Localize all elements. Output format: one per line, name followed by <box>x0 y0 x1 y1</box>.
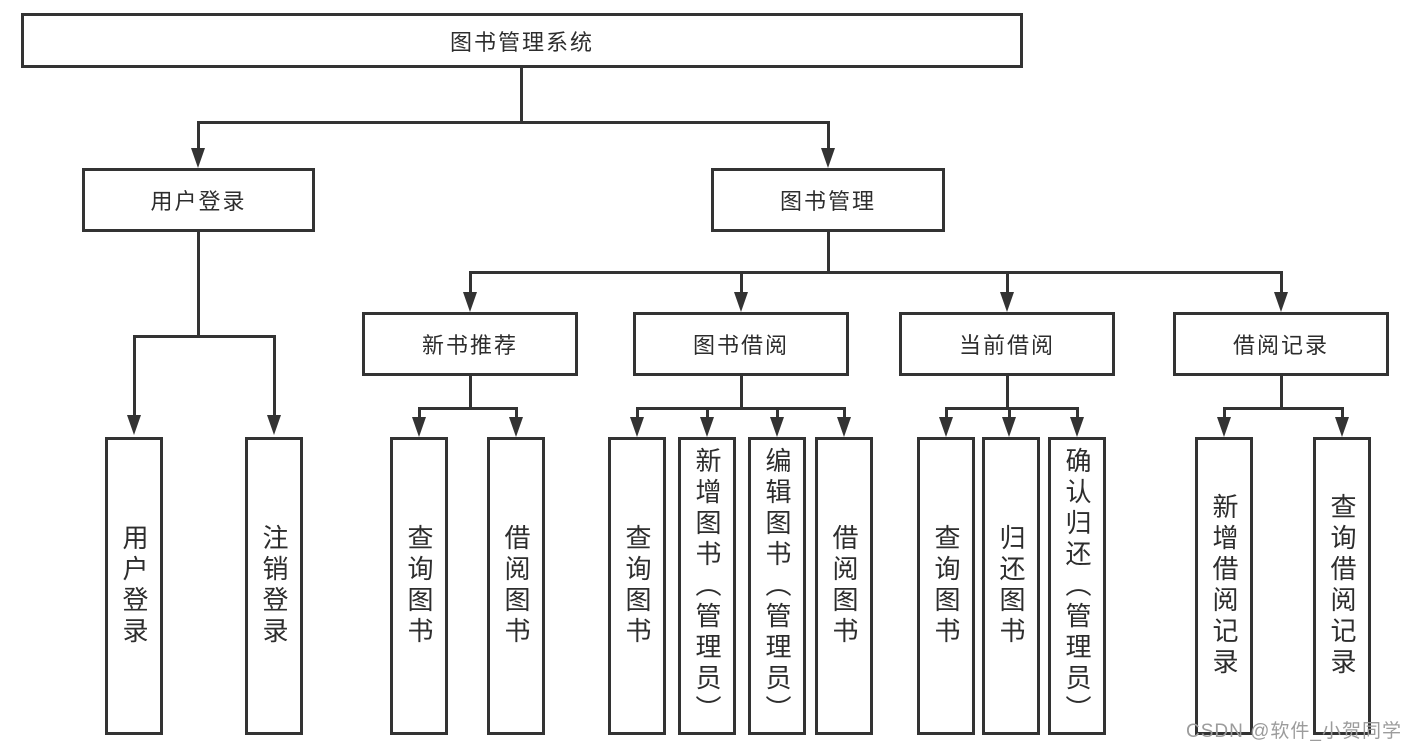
node-label: 图书管理 <box>779 189 876 214</box>
node-query-books-recommend: 查询图书 <box>390 437 448 735</box>
node-new-book-recommend: 新书推荐 <box>362 312 578 376</box>
connector-user-login-stem <box>197 232 200 338</box>
node-label: 图书管理系统 <box>449 29 594 55</box>
node-user-login: 用户登录 <box>82 168 315 232</box>
arrow-to-borrow-books-1 <box>509 407 523 437</box>
arrow-to-add-borrow-record <box>1217 407 1231 437</box>
node-borrow-records: 借阅记录 <box>1173 312 1389 376</box>
arrow-to-add-book-admin <box>700 407 714 437</box>
node-borrow-books-recommend: 借阅图书 <box>487 437 545 735</box>
node-current-borrow: 当前借阅 <box>899 312 1115 376</box>
node-return-book: 归还图书 <box>982 437 1040 735</box>
arrow-to-current-borrow <box>1000 271 1014 312</box>
connector-book-borrow-hline <box>636 407 846 410</box>
arrow-to-user-login-leaf <box>127 335 141 435</box>
node-label: 注销登录 <box>259 524 289 648</box>
node-user-login-leaf: 用户登录 <box>105 437 163 735</box>
node-book-borrow: 图书借阅 <box>633 312 849 376</box>
node-query-books-current: 查询图书 <box>917 437 975 735</box>
node-logout: 注销登录 <box>245 437 303 735</box>
arrow-to-edit-book-admin <box>770 407 784 437</box>
arrow-to-query-books-3 <box>939 407 953 437</box>
csdn-watermark: CSDN @软件_小贺同学 <box>1186 721 1402 742</box>
node-label: 新增借阅记录 <box>1209 493 1239 679</box>
node-label: 查询图书 <box>622 524 652 648</box>
connector-current-borrow-stem <box>1006 376 1009 410</box>
node-add-borrow-record: 新增借阅记录 <box>1195 437 1253 735</box>
node-query-borrow-record: 查询借阅记录 <box>1313 437 1371 735</box>
node-label: 图书借阅 <box>692 333 789 358</box>
connector-current-borrow-hline <box>945 407 1079 410</box>
arrow-to-query-books-1 <box>412 407 426 437</box>
connector-borrow-records-stem <box>1280 376 1283 410</box>
node-edit-book-admin: 编辑图书（管理员） <box>748 437 806 735</box>
arrow-to-book-borrow <box>734 271 748 312</box>
arrow-to-user-login <box>191 121 205 168</box>
node-label: 借阅图书 <box>829 524 859 648</box>
node-label: 新增图书（管理员） <box>692 446 722 726</box>
arrow-to-query-borrow-record <box>1335 407 1349 437</box>
connector-book-borrow-stem <box>740 376 743 410</box>
arrow-to-book-management <box>821 121 835 168</box>
node-query-books-borrow: 查询图书 <box>608 437 666 735</box>
node-label: 归还图书 <box>996 524 1026 648</box>
connector-borrow-records-hline <box>1223 407 1344 410</box>
arrow-to-return-book <box>1002 407 1016 437</box>
node-confirm-return-admin: 确认归还（管理员） <box>1048 437 1106 735</box>
node-label: 当前借阅 <box>958 333 1055 358</box>
node-label: 新书推荐 <box>421 333 518 358</box>
connector-level3-hline <box>469 271 1283 274</box>
arrow-to-query-books-2 <box>630 407 644 437</box>
node-borrow-books-borrow: 借阅图书 <box>815 437 873 735</box>
node-label: 查询借阅记录 <box>1327 493 1357 679</box>
node-label: 查询图书 <box>931 524 961 648</box>
node-label: 借阅图书 <box>501 524 531 648</box>
node-add-book-admin: 新增图书（管理员） <box>678 437 736 735</box>
connector-new-book-stem <box>469 376 472 410</box>
connector-root-hline <box>197 121 830 124</box>
connector-book-management-stem <box>827 232 830 274</box>
node-label: 查询图书 <box>404 524 434 648</box>
node-book-management: 图书管理 <box>711 168 945 232</box>
arrow-to-confirm-return-admin <box>1070 407 1084 437</box>
connector-root-stem <box>520 68 523 124</box>
arrow-to-borrow-records <box>1274 271 1288 312</box>
node-label: 确认归还（管理员） <box>1062 446 1092 726</box>
node-library-management-system: 图书管理系统 <box>21 13 1023 68</box>
node-label: 编辑图书（管理员） <box>762 446 792 726</box>
node-label: 用户登录 <box>119 524 149 648</box>
arrow-to-new-book-recommend <box>463 271 477 312</box>
node-label: 借阅记录 <box>1232 333 1329 358</box>
arrow-to-borrow-books-2 <box>837 407 851 437</box>
arrow-to-logout-leaf <box>267 335 281 435</box>
node-label: 用户登录 <box>150 189 247 214</box>
connector-user-login-hline <box>133 335 276 338</box>
connector-new-book-hline <box>418 407 518 410</box>
